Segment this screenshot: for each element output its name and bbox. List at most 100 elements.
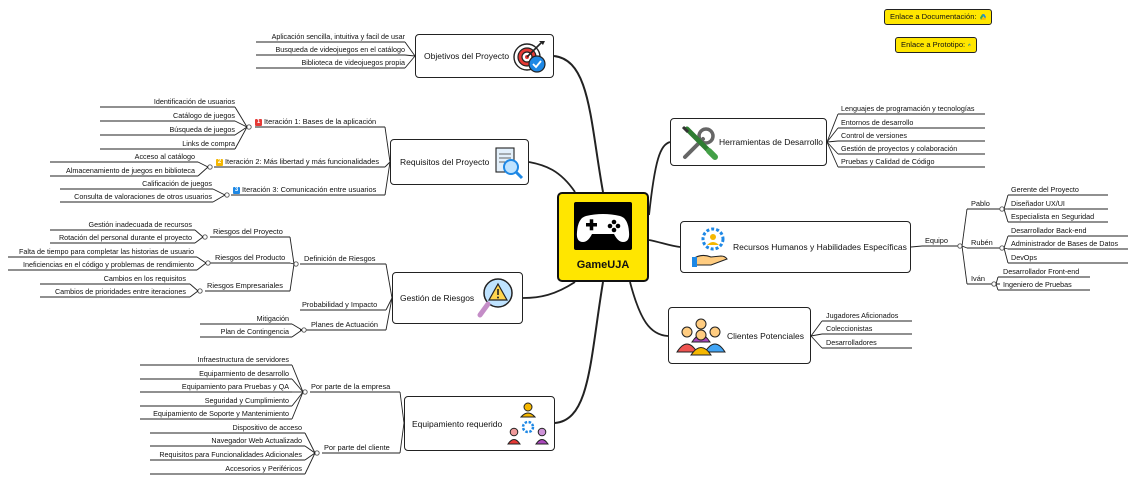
riesgos-empresariales-label: Riesgos Empresariales [207, 281, 283, 290]
riesgo-item: Falta de tiempo para completar las histo… [19, 247, 194, 256]
cliente-potencial-item: Coleccionistas [826, 324, 873, 333]
iteration-3-item: Consulta de valoraciones de otros usuari… [74, 192, 212, 201]
connector [961, 245, 968, 285]
iteration-1-item: Identificación de usuarios [153, 97, 235, 106]
connector [826, 127, 839, 143]
objetivo-item: Biblioteca de videojuegos propia [301, 58, 406, 67]
connector [810, 333, 823, 337]
role-item: Diseñador UX/UI [1011, 199, 1065, 208]
riesgos-proyecto-label: Riesgos del Proyecto [213, 227, 283, 236]
member-name: Pablo [971, 199, 990, 208]
equipamiento-node[interactable]: Equipamiento requerido [404, 396, 555, 451]
connector [910, 245, 923, 248]
connector [197, 166, 209, 177]
documentation-link-label: Enlace a Documentación: [890, 12, 977, 21]
riesgos-title: Gestión de Riesgos [400, 293, 475, 303]
requisitos-node[interactable]: Requisitos del Proyecto [390, 139, 529, 185]
equipo-label: Equipo [925, 236, 949, 245]
cliente-potencial-item: Jugadores Aficionados [826, 311, 899, 320]
connector [826, 140, 839, 143]
riesgo-item: Gestión inadecuada de recursos [88, 220, 193, 229]
connector [404, 41, 416, 57]
connector [826, 141, 839, 168]
connector [291, 391, 304, 407]
connector-dot [999, 245, 1005, 251]
connector-dot [246, 124, 252, 130]
drive-icon [979, 14, 986, 20]
empresa-item: Infraestructura de servidores [197, 355, 289, 364]
connector [289, 262, 295, 265]
riesgo-item: Rotación del personal durante el proyect… [58, 233, 192, 242]
cliente-potencial-item: Desarrolladores [826, 338, 877, 347]
equipamiento-title: Equipamiento requerido [412, 418, 503, 429]
iteration-2-item: Almacenamiento de juegos en biblioteca [65, 166, 195, 175]
team-gear-icon [507, 402, 549, 445]
connector [291, 329, 303, 338]
warning-magnifier-icon [477, 278, 513, 318]
target-icon [513, 41, 546, 73]
connector-dot [302, 389, 308, 395]
connector [291, 391, 304, 420]
role-item: DevOps [1011, 253, 1037, 262]
plan-item: Plan de Contingencia [220, 327, 289, 336]
herramientas-node[interactable]: Herramientas de Desarrollo [670, 118, 827, 166]
empresa-item: Equiparmiento de desarrollo [199, 369, 289, 378]
iteration-1-item: Links de compra [182, 139, 235, 148]
documentation-link[interactable]: Enlace a Documentación: [884, 9, 992, 25]
empresa-item: Equipamiento de Soporte y Mantenimiento [153, 409, 289, 418]
cliente-item: Requisitos para Funcionalidades Adiciona… [159, 450, 302, 459]
connector-dot [205, 260, 211, 266]
clientes-title: Clientes Potenciales [727, 330, 805, 341]
connector [194, 236, 204, 244]
connector [304, 432, 316, 454]
central-node[interactable]: GameUJA [557, 192, 649, 282]
cliente-item: Accesorios y Periféricos [225, 464, 302, 473]
connector [528, 161, 576, 193]
connector [1003, 194, 1009, 210]
connector [399, 422, 405, 454]
herramientas-title: Herramientas de Desarrollo [719, 137, 823, 147]
connector [291, 364, 304, 393]
connector [648, 141, 671, 216]
connector [1003, 235, 1009, 249]
cliente-item: Navegador Web Actualizado [211, 436, 302, 445]
clientes-node[interactable]: Clientes Potenciales [668, 307, 811, 364]
connector [289, 263, 295, 292]
connector [196, 256, 207, 264]
iteration-1-item: Búsqueda de juegos [169, 125, 235, 134]
connector [810, 320, 823, 337]
connector [995, 283, 999, 291]
connector [384, 161, 391, 168]
riesgos-node[interactable]: Gestión de Riesgos [392, 272, 523, 324]
magnifier-document-icon [495, 147, 524, 180]
connector-dot [957, 243, 963, 249]
connector [234, 106, 248, 128]
badge-3: 3 [233, 186, 240, 194]
badge-2: 2 [216, 158, 223, 166]
role-item: Desarrollador Back-end [1011, 226, 1087, 235]
connector [197, 161, 209, 168]
iteration-2-item: Acceso al catálogo [134, 152, 195, 161]
objetivo-item: Aplicación sencilla, intuitiva y facil d… [271, 32, 405, 41]
connector [522, 281, 576, 299]
role-item: Gerente del Proyecto [1011, 185, 1079, 194]
connector [385, 297, 393, 331]
connector-dot [301, 327, 307, 333]
prototype-link[interactable]: Enlace a Prototipo: [895, 37, 977, 53]
herramienta-item: Control de versiones [841, 131, 907, 140]
connector [826, 113, 839, 143]
connector [234, 120, 248, 128]
plan-item: Mitigación [256, 314, 289, 323]
role-item: Ingeniero de Pruebas [1003, 280, 1072, 289]
herramienta-item: Entornos de desarrollo [841, 118, 914, 127]
empresa-item: Equipamiento para Pruebas y QA [181, 382, 289, 391]
objetivos-node[interactable]: Objetivos del Proyecto [415, 34, 554, 78]
connector-dot [202, 234, 208, 240]
connector [194, 229, 204, 238]
recursos-node[interactable]: Recursos Humanos y Habilidades Específic… [680, 221, 911, 273]
objetivo-item: Busqueda de videojuegos en el catálogo [275, 45, 405, 54]
